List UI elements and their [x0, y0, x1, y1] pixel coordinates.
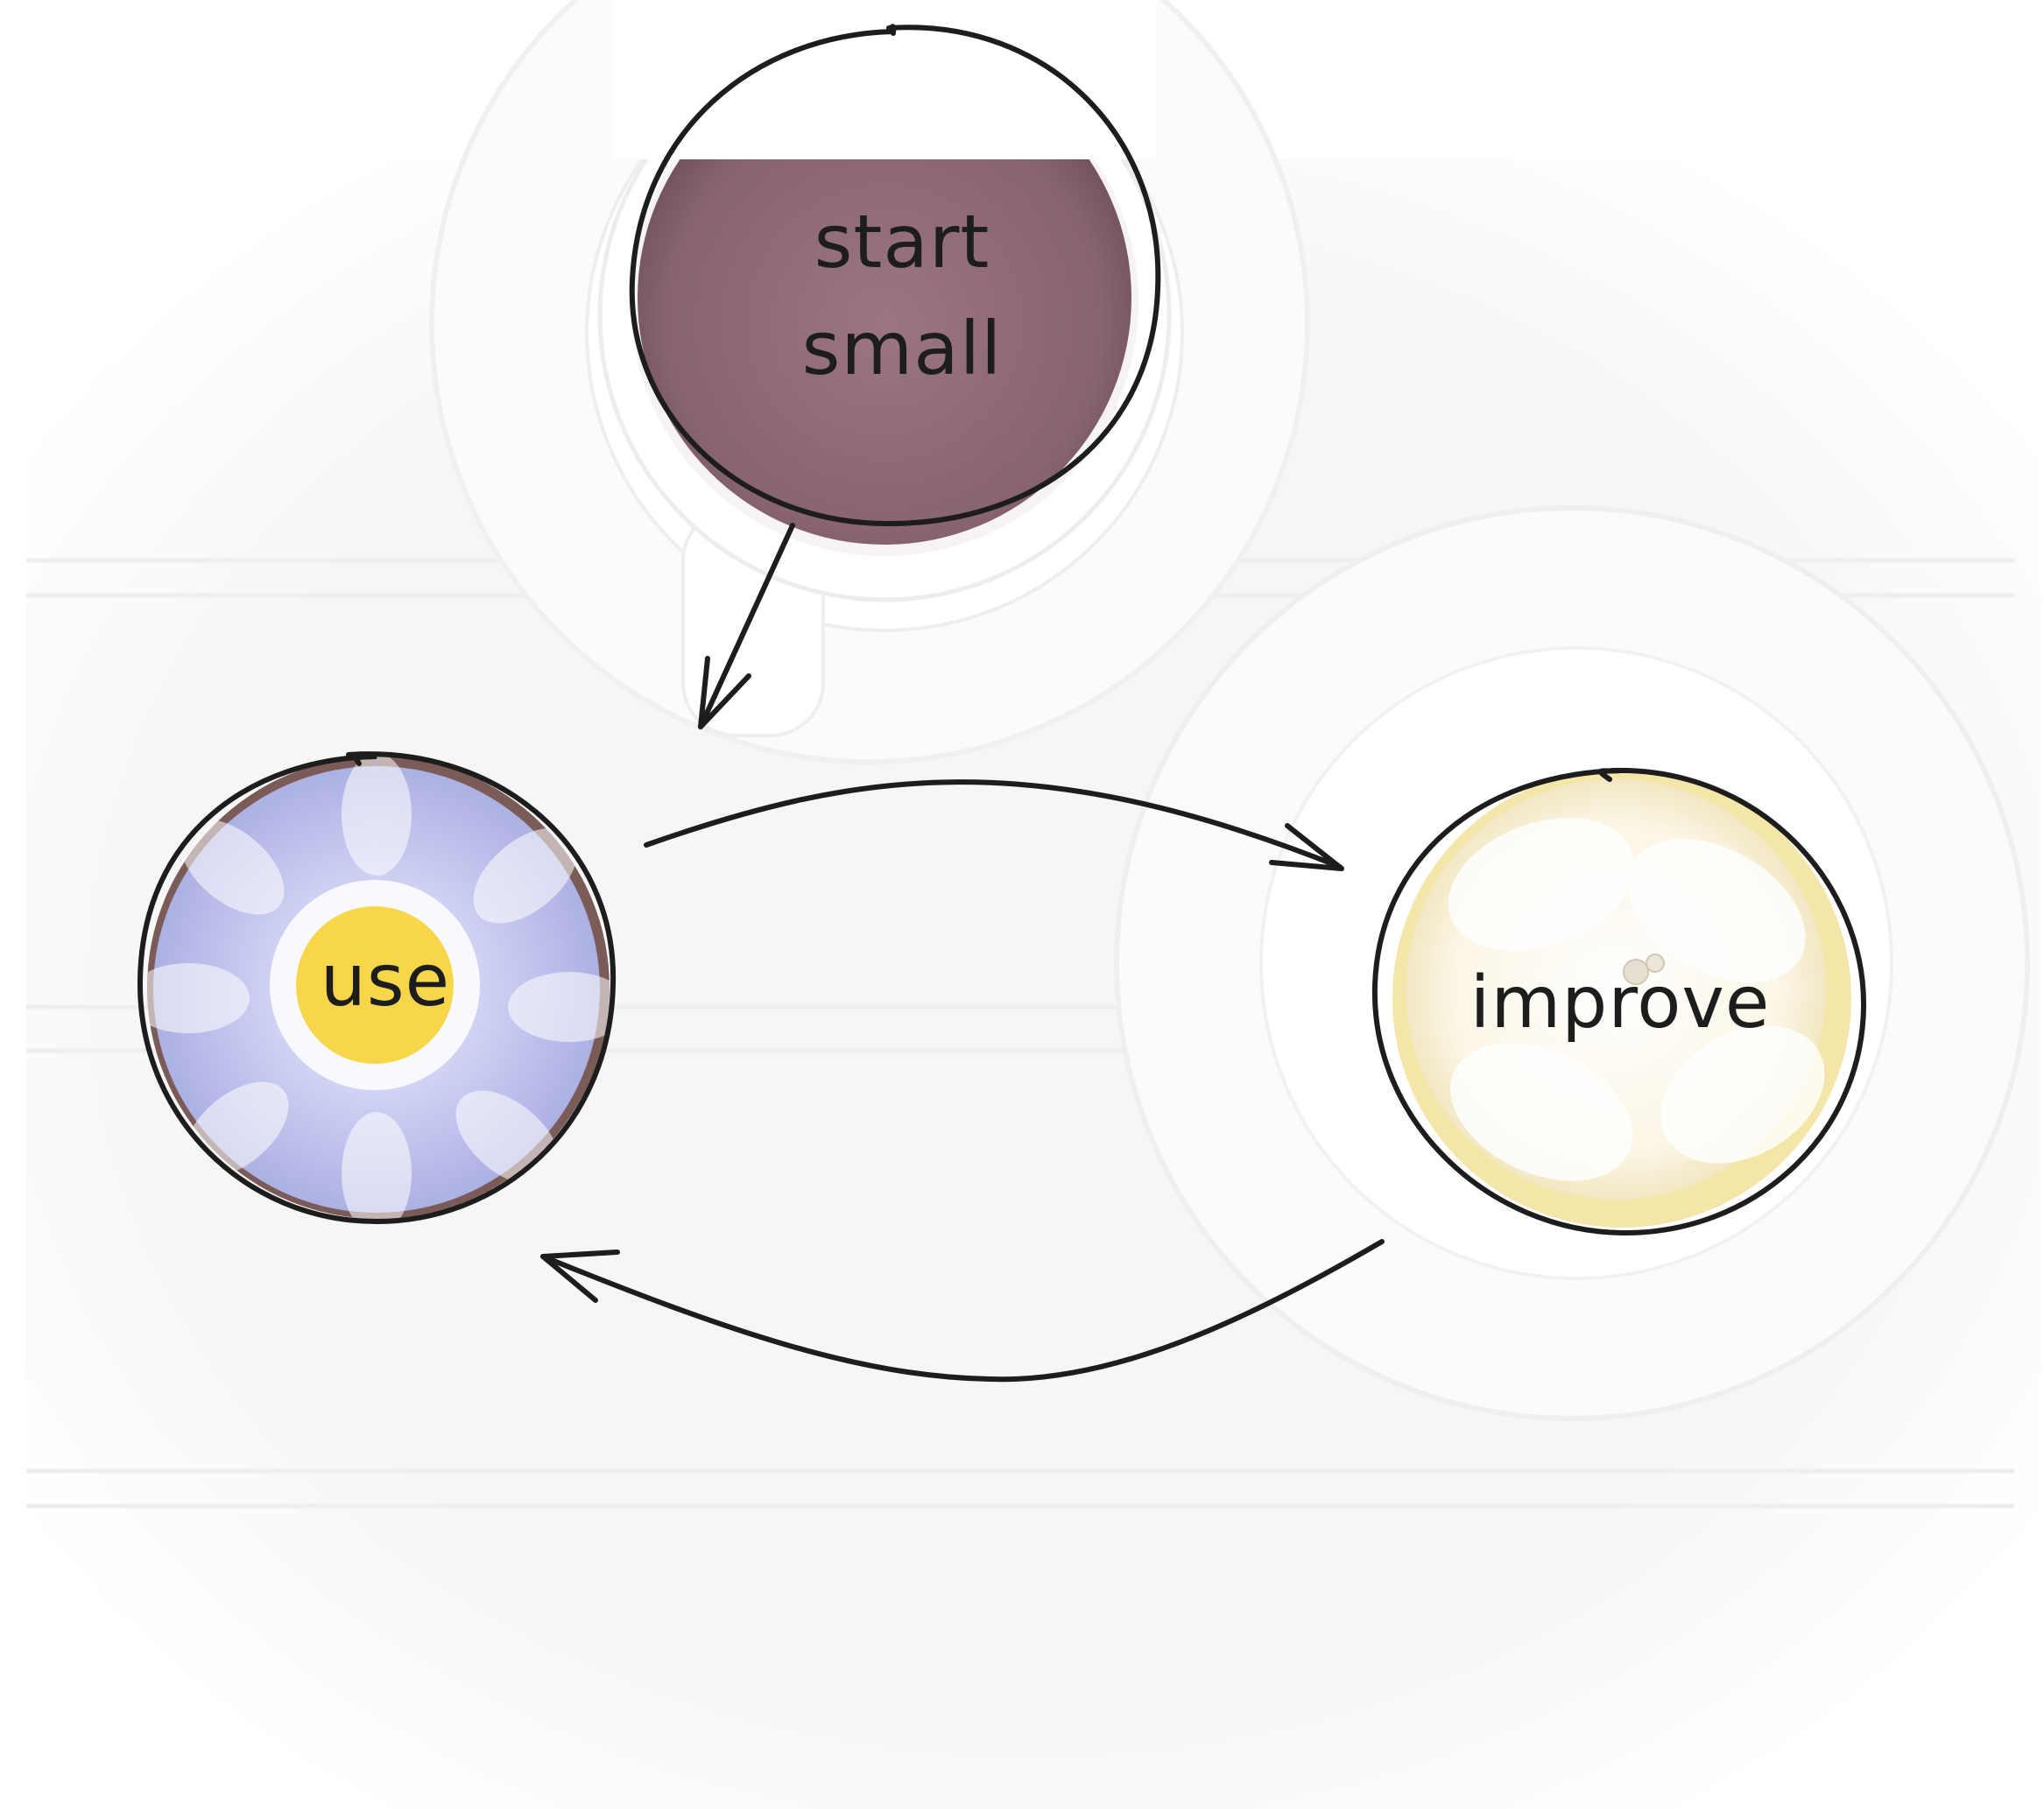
edges: [540, 523, 1385, 1383]
arrowhead-improve-to-use: [540, 1249, 620, 1303]
arrow-use-to-improve: [644, 779, 1343, 869]
node-start-line-1: start: [814, 199, 990, 285]
node-improve-label: improve: [1470, 961, 1771, 1045]
arrow-improve-to-use: [540, 1239, 1385, 1383]
node-start-line-2: small: [801, 306, 1003, 391]
lavender-flower-cupcake: [147, 757, 610, 1219]
use-node-outline: [137, 751, 617, 1225]
start-node-outline: [629, 24, 1161, 527]
arrow-start-to-use: [698, 523, 795, 729]
node-use-label: use: [320, 940, 451, 1023]
node-outlines: [137, 24, 1867, 1236]
cream-flower-cupcake: [1392, 769, 1851, 1228]
arrowhead-start-to-use: [698, 656, 751, 729]
arrowhead-use-to-improve: [1269, 823, 1344, 871]
improve-node-outline: [1371, 767, 1867, 1236]
node-start-label: start small: [771, 188, 1033, 402]
